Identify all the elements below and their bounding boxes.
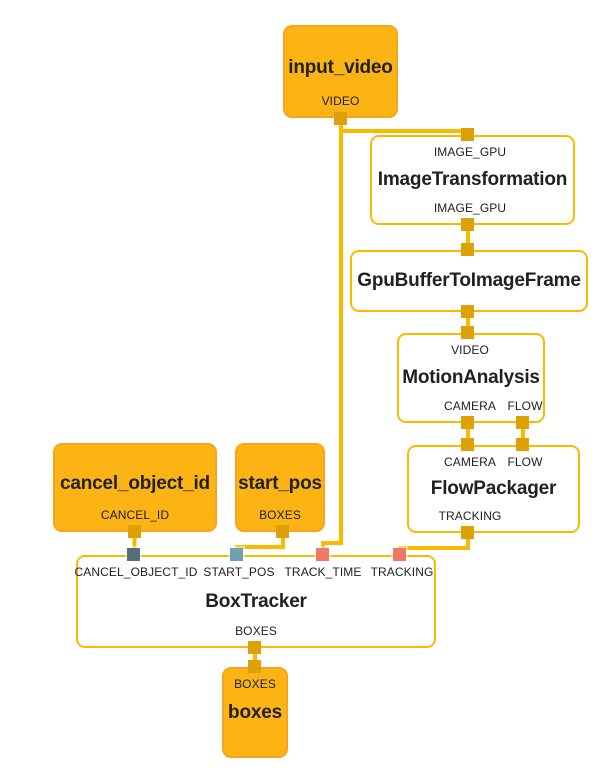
port-boxtracker-track-time-in[interactable] xyxy=(316,548,329,561)
node-title: ImageTransformation xyxy=(377,169,568,190)
port-gpubuffer-out[interactable] xyxy=(461,305,474,318)
node-title: BoxTracker xyxy=(205,590,307,612)
port-label-video-in: VIDEO xyxy=(451,343,489,357)
port-input-video-video-out[interactable] xyxy=(334,112,347,125)
port-start-pos-boxes-out[interactable] xyxy=(276,525,289,538)
node-box-tracker[interactable]: CANCEL_OBJECT_ID START_POS TRACK_TIME TR… xyxy=(74,555,436,648)
node-title: MotionAnalysis xyxy=(402,367,540,388)
port-label-tracking-out: TRACKING xyxy=(438,509,502,523)
node-title: boxes xyxy=(228,701,282,723)
port-label-tracking-in: TRACKING xyxy=(370,565,434,579)
port-imagetransformation-image-gpu-in[interactable] xyxy=(461,128,474,141)
node-flow-packager[interactable]: CAMERA FLOW FlowPackager TRACKING xyxy=(407,445,580,533)
node-boxes[interactable]: BOXES boxes xyxy=(222,667,288,758)
port-label-flow-in: FLOW xyxy=(507,455,543,469)
port-motionanalysis-camera-out[interactable] xyxy=(461,416,474,429)
edge-video-to-boxtracker-track-time xyxy=(321,125,343,556)
node-motion-analysis[interactable]: VIDEO MotionAnalysis CAMERA FLOW xyxy=(397,333,545,423)
node-image-transformation[interactable]: IMAGE_GPU ImageTransformation IMAGE_GPU xyxy=(370,135,575,225)
node-title: GpuBufferToImageFrame xyxy=(357,270,581,291)
port-label-image-gpu-in: IMAGE_GPU xyxy=(433,145,507,159)
port-label-boxes-out: BOXES xyxy=(259,508,301,522)
port-motionanalysis-flow-out[interactable] xyxy=(516,416,529,429)
node-title: FlowPackager xyxy=(430,478,557,499)
port-label-video: VIDEO xyxy=(321,94,360,108)
port-label-boxes-in: BOXES xyxy=(234,677,276,691)
node-title: input_video xyxy=(288,56,393,78)
port-boxtracker-boxes-out[interactable] xyxy=(248,641,261,654)
port-label-flow-out: FLOW xyxy=(507,399,543,413)
port-label-track-time-in: TRACK_TIME xyxy=(284,565,362,579)
port-label-start-pos-in: START_POS xyxy=(203,565,275,579)
port-imagetransformation-image-gpu-out[interactable] xyxy=(461,218,474,231)
port-boxtracker-tracking-in[interactable] xyxy=(393,548,406,561)
node-start-pos[interactable]: start_pos BOXES xyxy=(235,443,325,532)
node-input-video[interactable]: input_video VIDEO xyxy=(283,25,398,118)
node-title: start_pos xyxy=(238,473,322,495)
port-motionanalysis-video-in[interactable] xyxy=(461,326,474,339)
node-cancel-object-id[interactable]: cancel_object_id CANCEL_ID xyxy=(53,443,217,532)
port-flowpackager-flow-in[interactable] xyxy=(516,438,529,451)
port-boxes-boxes-in[interactable] xyxy=(248,660,261,673)
port-cancel-object-id-cancel-id-out[interactable] xyxy=(128,525,141,538)
port-label-camera-out: CAMERA xyxy=(444,399,496,413)
port-gpubuffer-in[interactable] xyxy=(461,243,474,256)
port-label-camera-in: CAMERA xyxy=(444,455,496,469)
port-label-cancel-object-id-in: CANCEL_OBJECT_ID xyxy=(74,565,198,579)
port-label-boxes-out: BOXES xyxy=(235,624,277,638)
port-boxtracker-cancel-object-id-in[interactable] xyxy=(127,548,140,561)
node-gpu-buffer-to-image-frame[interactable]: GpuBufferToImageFrame xyxy=(350,250,588,312)
port-boxtracker-start-pos-in[interactable] xyxy=(230,548,243,561)
port-flowpackager-camera-in[interactable] xyxy=(461,438,474,451)
port-label-image-gpu-out: IMAGE_GPU xyxy=(433,201,507,215)
node-title: cancel_object_id xyxy=(60,473,210,495)
edge-tracking-to-boxtracker xyxy=(398,531,470,556)
port-flowpackager-tracking-out[interactable] xyxy=(461,526,474,539)
port-label-cancel-id: CANCEL_ID xyxy=(100,508,170,522)
